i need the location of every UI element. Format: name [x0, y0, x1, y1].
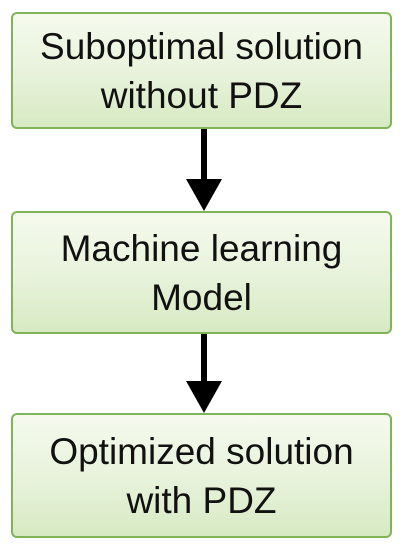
step-label-line-1: Machine learning — [60, 227, 343, 269]
step-label-line-1: Suboptimal solution — [40, 25, 363, 67]
step-label-line-2: with PDZ — [126, 479, 277, 521]
down-arrow-2 — [186, 334, 222, 413]
step-label-line-1: Optimized solution — [49, 430, 354, 472]
step-box-suboptimal-solution: Suboptimal solution without PDZ — [11, 12, 392, 129]
step-box-machine-learning-model: Machine learning Model — [11, 211, 392, 334]
down-arrow-1 — [186, 129, 222, 211]
arrow-shaft — [201, 334, 207, 383]
arrow-head — [186, 381, 222, 413]
step-label-line-2: without PDZ — [100, 74, 303, 116]
step-label-line-2: Model — [151, 276, 252, 318]
arrow-shaft — [201, 129, 207, 181]
step-box-optimized-solution: Optimized solution with PDZ — [11, 413, 392, 538]
arrow-head — [186, 179, 222, 211]
